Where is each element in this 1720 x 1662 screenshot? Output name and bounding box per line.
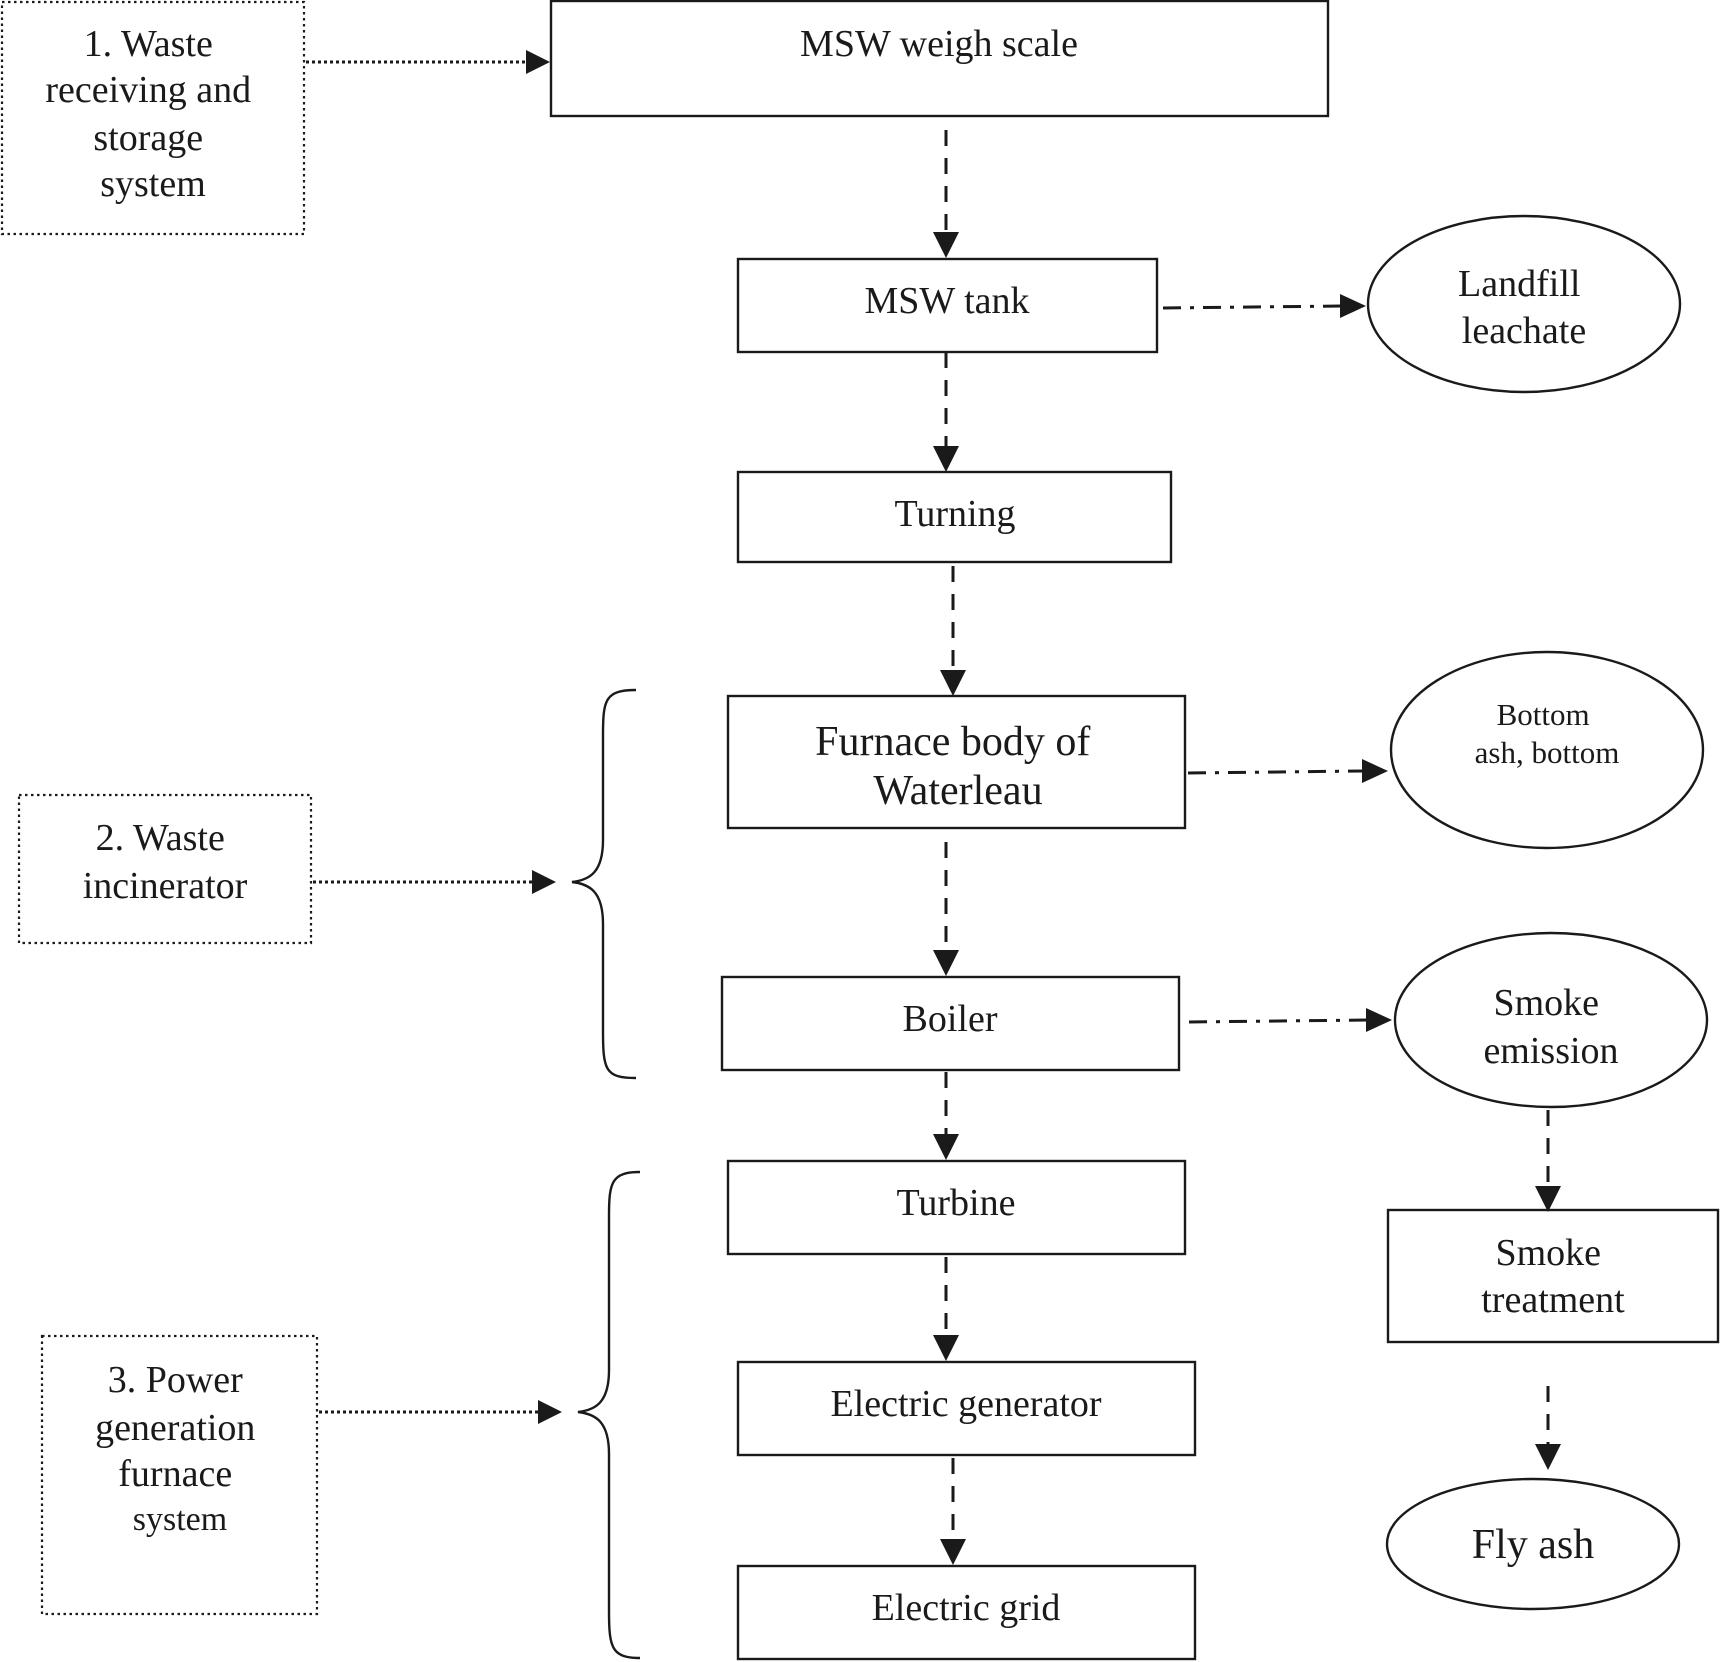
node-bottom-ash-label: Bottom ash, bottom: [1475, 697, 1620, 770]
node-smoke-treatment: Smoke treatment: [1386, 1208, 1720, 1344]
system-power-generation-label: 3. Power generation furnace system: [95, 1359, 265, 1538]
node-boiler: Boiler: [720, 975, 1181, 1072]
flow-boiler-to-turbine: [933, 1072, 959, 1160]
system-receiving-storage: 1. Waste receiving and storage system: [0, 0, 306, 236]
system-waste-incinerator: 2. Waste incinerator: [17, 793, 313, 945]
flow-generator-to-grid: [940, 1458, 966, 1565]
node-bottom-ash: Bottom ash, bottom: [1389, 650, 1705, 850]
flow-turning-to-furnace: [940, 566, 966, 696]
flow-furnace-to-boiler: [933, 842, 959, 976]
flow-weigh-scale-to-tank: [933, 130, 959, 258]
system-pointer-receiving: [306, 50, 550, 74]
flow-boiler-to-smoke-emission: [1188, 1008, 1392, 1032]
node-msw-weigh-scale: MSW weigh scale: [549, 0, 1330, 118]
flow-treatment-to-fly-ash: [1535, 1386, 1561, 1470]
brace-power-generation: [577, 1170, 641, 1660]
node-boiler-label: Boiler: [903, 998, 998, 1040]
node-msw-tank-label: MSW tank: [864, 280, 1029, 322]
flow-smoke-emission-to-treatment: [1535, 1110, 1561, 1212]
system-receiving-storage-label: 1. Waste receiving and storage system: [45, 23, 260, 205]
node-electric-grid: Electric grid: [736, 1564, 1197, 1661]
node-smoke-emission: Smoke emission: [1393, 931, 1709, 1109]
flow-furnace-to-bottom-ash: [1187, 759, 1388, 783]
node-fly-ash: Fly ash: [1385, 1477, 1681, 1611]
node-furnace-body-label: Furnace body of Waterleau: [815, 719, 1101, 814]
node-fly-ash-label: Fly ash: [1472, 1522, 1595, 1568]
node-electric-grid-label: Electric grid: [872, 1587, 1061, 1629]
node-msw-tank: MSW tank: [736, 257, 1159, 354]
node-furnace-body: Furnace body of Waterleau: [726, 694, 1187, 830]
node-smoke-treatment-label: Smoke treatment: [1481, 1232, 1625, 1321]
node-landfill-leachate: Landfill leachate: [1366, 214, 1682, 394]
node-electric-generator: Electric generator: [736, 1360, 1197, 1457]
node-smoke-emission-label: Smoke emission: [1483, 982, 1618, 1072]
node-turbine: Turbine: [726, 1159, 1187, 1256]
node-turning-label: Turning: [894, 493, 1015, 535]
node-turning: Turning: [736, 470, 1173, 564]
system-waste-incinerator-label: 2. Waste incinerator: [83, 817, 248, 907]
system-pointer-incinerator: [313, 870, 556, 894]
system-power-generation: 3. Power generation furnace system: [40, 1334, 319, 1616]
node-landfill-leachate-label: Landfill leachate: [1458, 263, 1590, 352]
node-electric-generator-label: Electric generator: [830, 1383, 1101, 1425]
brace-incinerator: [571, 688, 637, 1080]
flow-tank-to-turning: [933, 352, 959, 472]
flow-turbine-to-generator: [933, 1257, 959, 1361]
system-pointer-power: [319, 1400, 562, 1424]
flow-tank-to-leachate: [1162, 294, 1366, 318]
node-turbine-label: Turbine: [897, 1182, 1016, 1224]
node-msw-weigh-scale-label: MSW weigh scale: [800, 23, 1078, 65]
